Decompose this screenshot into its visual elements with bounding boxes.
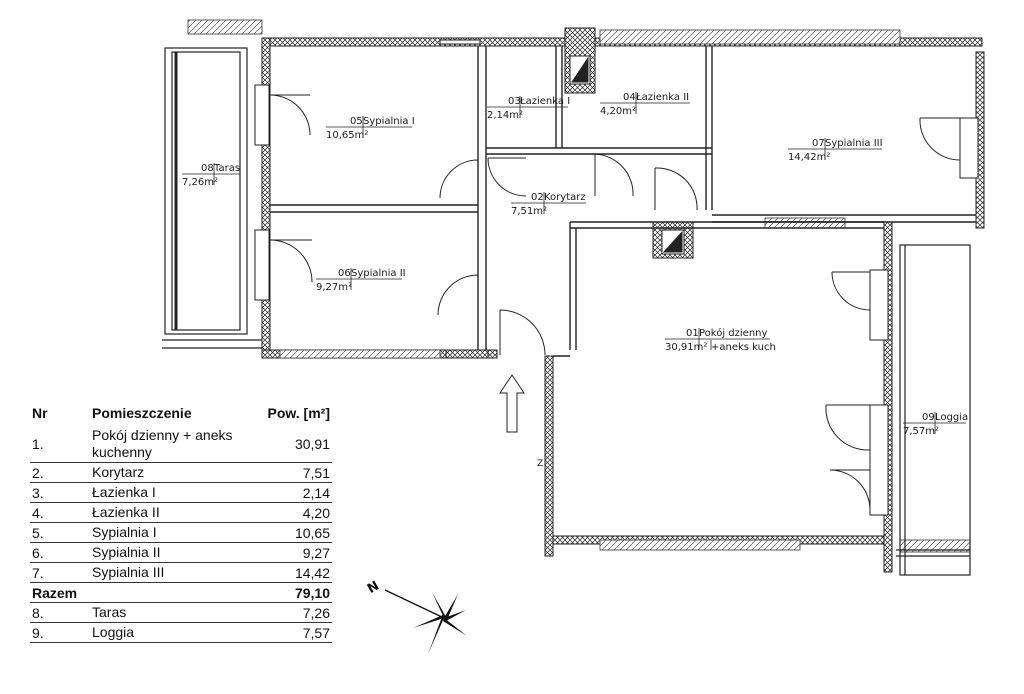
entrance-mark: Z: [537, 459, 543, 469]
header-area: Pow. [m²]: [267, 405, 330, 421]
table-row: 9. Loggia 7,57: [30, 622, 332, 643]
room-name: Sypialnia III: [825, 138, 883, 149]
room-name: Loggia: [935, 412, 968, 423]
balcony-frames: [162, 47, 971, 576]
room-id: 02: [531, 192, 544, 203]
room-id: 01: [686, 328, 699, 339]
row-nr: 8.: [30, 602, 90, 623]
total-area: 79,10: [246, 582, 332, 603]
row-area: 7,26: [246, 602, 332, 623]
room-id: 04: [623, 92, 636, 103]
row-nr: 1.: [30, 426, 90, 463]
compass-label: N: [365, 578, 382, 596]
windows: [254, 39, 979, 516]
room-name: Korytarz: [544, 192, 586, 203]
header-nr: Nr: [32, 405, 48, 421]
room-label-07: 07 Sypialnia III 14,42m²: [788, 138, 883, 163]
infill-walls: [187, 19, 971, 553]
room-name: Sypialnia I: [363, 116, 415, 127]
room-name: Łazienka II: [635, 92, 689, 103]
room-label-08: 08 Taras 7,26m²: [182, 163, 240, 188]
entrance-arrow: [499, 374, 525, 433]
room-area: 10,65m²: [326, 130, 368, 141]
total-spacer: [90, 582, 246, 603]
header-room: Pomieszczenie: [92, 405, 192, 421]
area-table: Nr Pomieszczenie Pow. [m²] 1. Pokój dzie…: [30, 404, 332, 643]
room-area: 4,20m²: [600, 106, 636, 117]
room-area: 30,91m²: [665, 342, 707, 353]
compass-needle: [384, 589, 445, 619]
table-row: 4. Łazienka II 4,20: [30, 502, 332, 523]
room-id: 09: [922, 412, 935, 423]
row-area: 30,91: [246, 426, 332, 463]
room-name: Łazienka I: [519, 96, 570, 107]
row-name: Łazienka I: [90, 482, 246, 503]
room-area: 7,51m²: [511, 206, 547, 217]
table-row: 3. Łazienka I 2,14: [30, 482, 332, 503]
room-label-05: 05 Sypialnia I 10,65m²: [326, 116, 415, 141]
room-label-04: 04 Łazienka II 4,20m²: [600, 92, 690, 117]
table-header-row: Nr Pomieszczenie Pow. [m²]: [30, 404, 332, 426]
room-id: 08: [201, 163, 214, 174]
room-area: 7,26m²: [182, 177, 218, 188]
room-area: 9,27m²: [316, 282, 352, 293]
row-area: 7,57: [246, 622, 332, 643]
row-name: Sypialnia III: [90, 562, 246, 583]
table-row: 6. Sypialnia II 9,27: [30, 542, 332, 563]
row-area: 7,51: [246, 462, 332, 483]
room-area: 2,14m²: [487, 110, 523, 121]
row-nr: 3.: [30, 482, 90, 503]
room-label-02: 02 Korytarz 7,51m²: [511, 192, 586, 217]
row-area: 2,14: [246, 482, 332, 503]
row-name: Sypialnia I: [90, 522, 246, 543]
table-row: 8. Taras 7,26: [30, 602, 332, 623]
table-row: 2. Korytarz 7,51: [30, 462, 332, 483]
total-label: Razem: [30, 582, 90, 603]
row-name: Pokój dzienny + aneks kuchenny: [90, 426, 246, 463]
row-name: Korytarz: [90, 462, 246, 483]
room-name: Taras: [213, 163, 240, 174]
compass-rose: N: [365, 578, 467, 654]
row-nr: 4.: [30, 502, 90, 523]
room-id: 06: [338, 268, 351, 279]
row-area: 14,42: [246, 562, 332, 583]
row-area: 4,20: [246, 502, 332, 523]
row-name: Łazienka II: [90, 502, 246, 523]
room-label-03: 03 Łazienka I 2,14m²: [487, 96, 570, 121]
row-nr: 5.: [30, 522, 90, 543]
table-total-row: Razem 79,10: [30, 582, 332, 603]
room-area: 7,57m²: [903, 426, 939, 437]
room-note: +aneks kuch: [711, 342, 776, 353]
room-label-09: 09 Loggia 7,57m²: [903, 412, 968, 437]
row-nr: 7.: [30, 562, 90, 583]
compass-star: [413, 592, 467, 654]
room-id: 05: [350, 116, 363, 127]
ventilation-shafts: [569, 55, 685, 255]
row-name: Taras: [90, 602, 246, 623]
row-name: Loggia: [90, 622, 246, 643]
room-name: Pokój dzienny: [699, 327, 768, 339]
table-row: 1. Pokój dzienny + aneks kuchenny 30,91: [30, 426, 332, 463]
room-name: Sypialnia II: [351, 268, 406, 279]
row-area: 9,27: [246, 542, 332, 563]
room-id: 07: [812, 138, 825, 149]
room-id: 03: [508, 96, 521, 107]
row-area: 10,65: [246, 522, 332, 543]
door-swings: [269, 94, 961, 511]
table-row: 7. Sypialnia III 14,42: [30, 562, 332, 583]
row-nr: 6.: [30, 542, 90, 563]
room-area: 14,42m²: [788, 152, 830, 163]
room-label-06: 06 Sypialnia II 9,27m²: [316, 268, 406, 293]
row-name: Sypialnia II: [90, 542, 246, 563]
row-nr: 2.: [30, 462, 90, 483]
row-nr: 9.: [30, 622, 90, 643]
room-label-01: 01 Pokój dzienny 30,91m² +aneks kuch: [665, 327, 776, 353]
table-row: 5. Sypialnia I 10,65: [30, 522, 332, 543]
